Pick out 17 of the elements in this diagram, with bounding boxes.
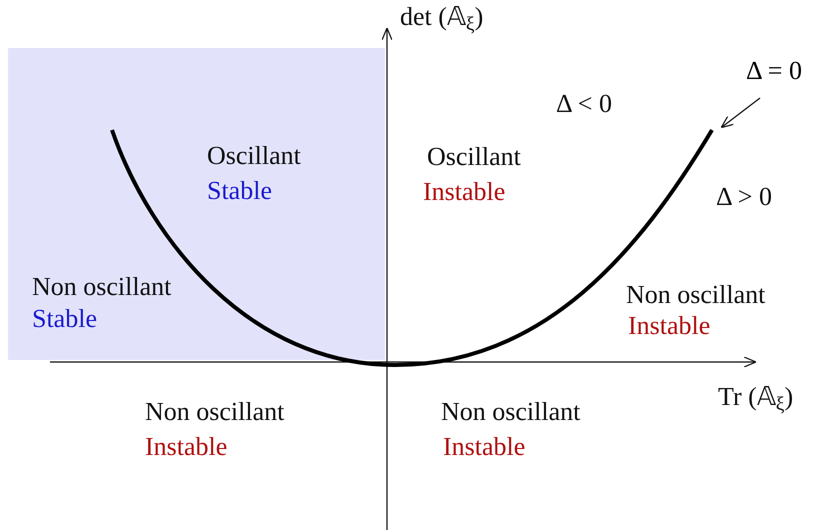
stable-region xyxy=(8,48,385,360)
leader-arrow xyxy=(720,98,760,128)
stability-label: Instable xyxy=(628,313,710,339)
discriminant-label: Δ < 0 xyxy=(556,91,612,117)
stability-label: Instable xyxy=(443,434,526,460)
discriminant-label: Δ > 0 xyxy=(716,184,772,210)
region-label: Non oscillant xyxy=(32,274,172,300)
stability-label: Instable xyxy=(423,179,506,205)
region-label: Oscillant xyxy=(207,143,301,169)
stability-label: Stable xyxy=(207,178,272,204)
discriminant-label: Δ = 0 xyxy=(746,58,802,84)
region-label: Oscillant xyxy=(427,144,521,170)
region-label: Non oscillant xyxy=(626,282,766,308)
region-label: Non oscillant xyxy=(145,399,284,425)
stability-label: Stable xyxy=(32,306,97,332)
stability-label: Instable xyxy=(145,434,228,460)
region-label: Non oscillant xyxy=(441,399,580,425)
